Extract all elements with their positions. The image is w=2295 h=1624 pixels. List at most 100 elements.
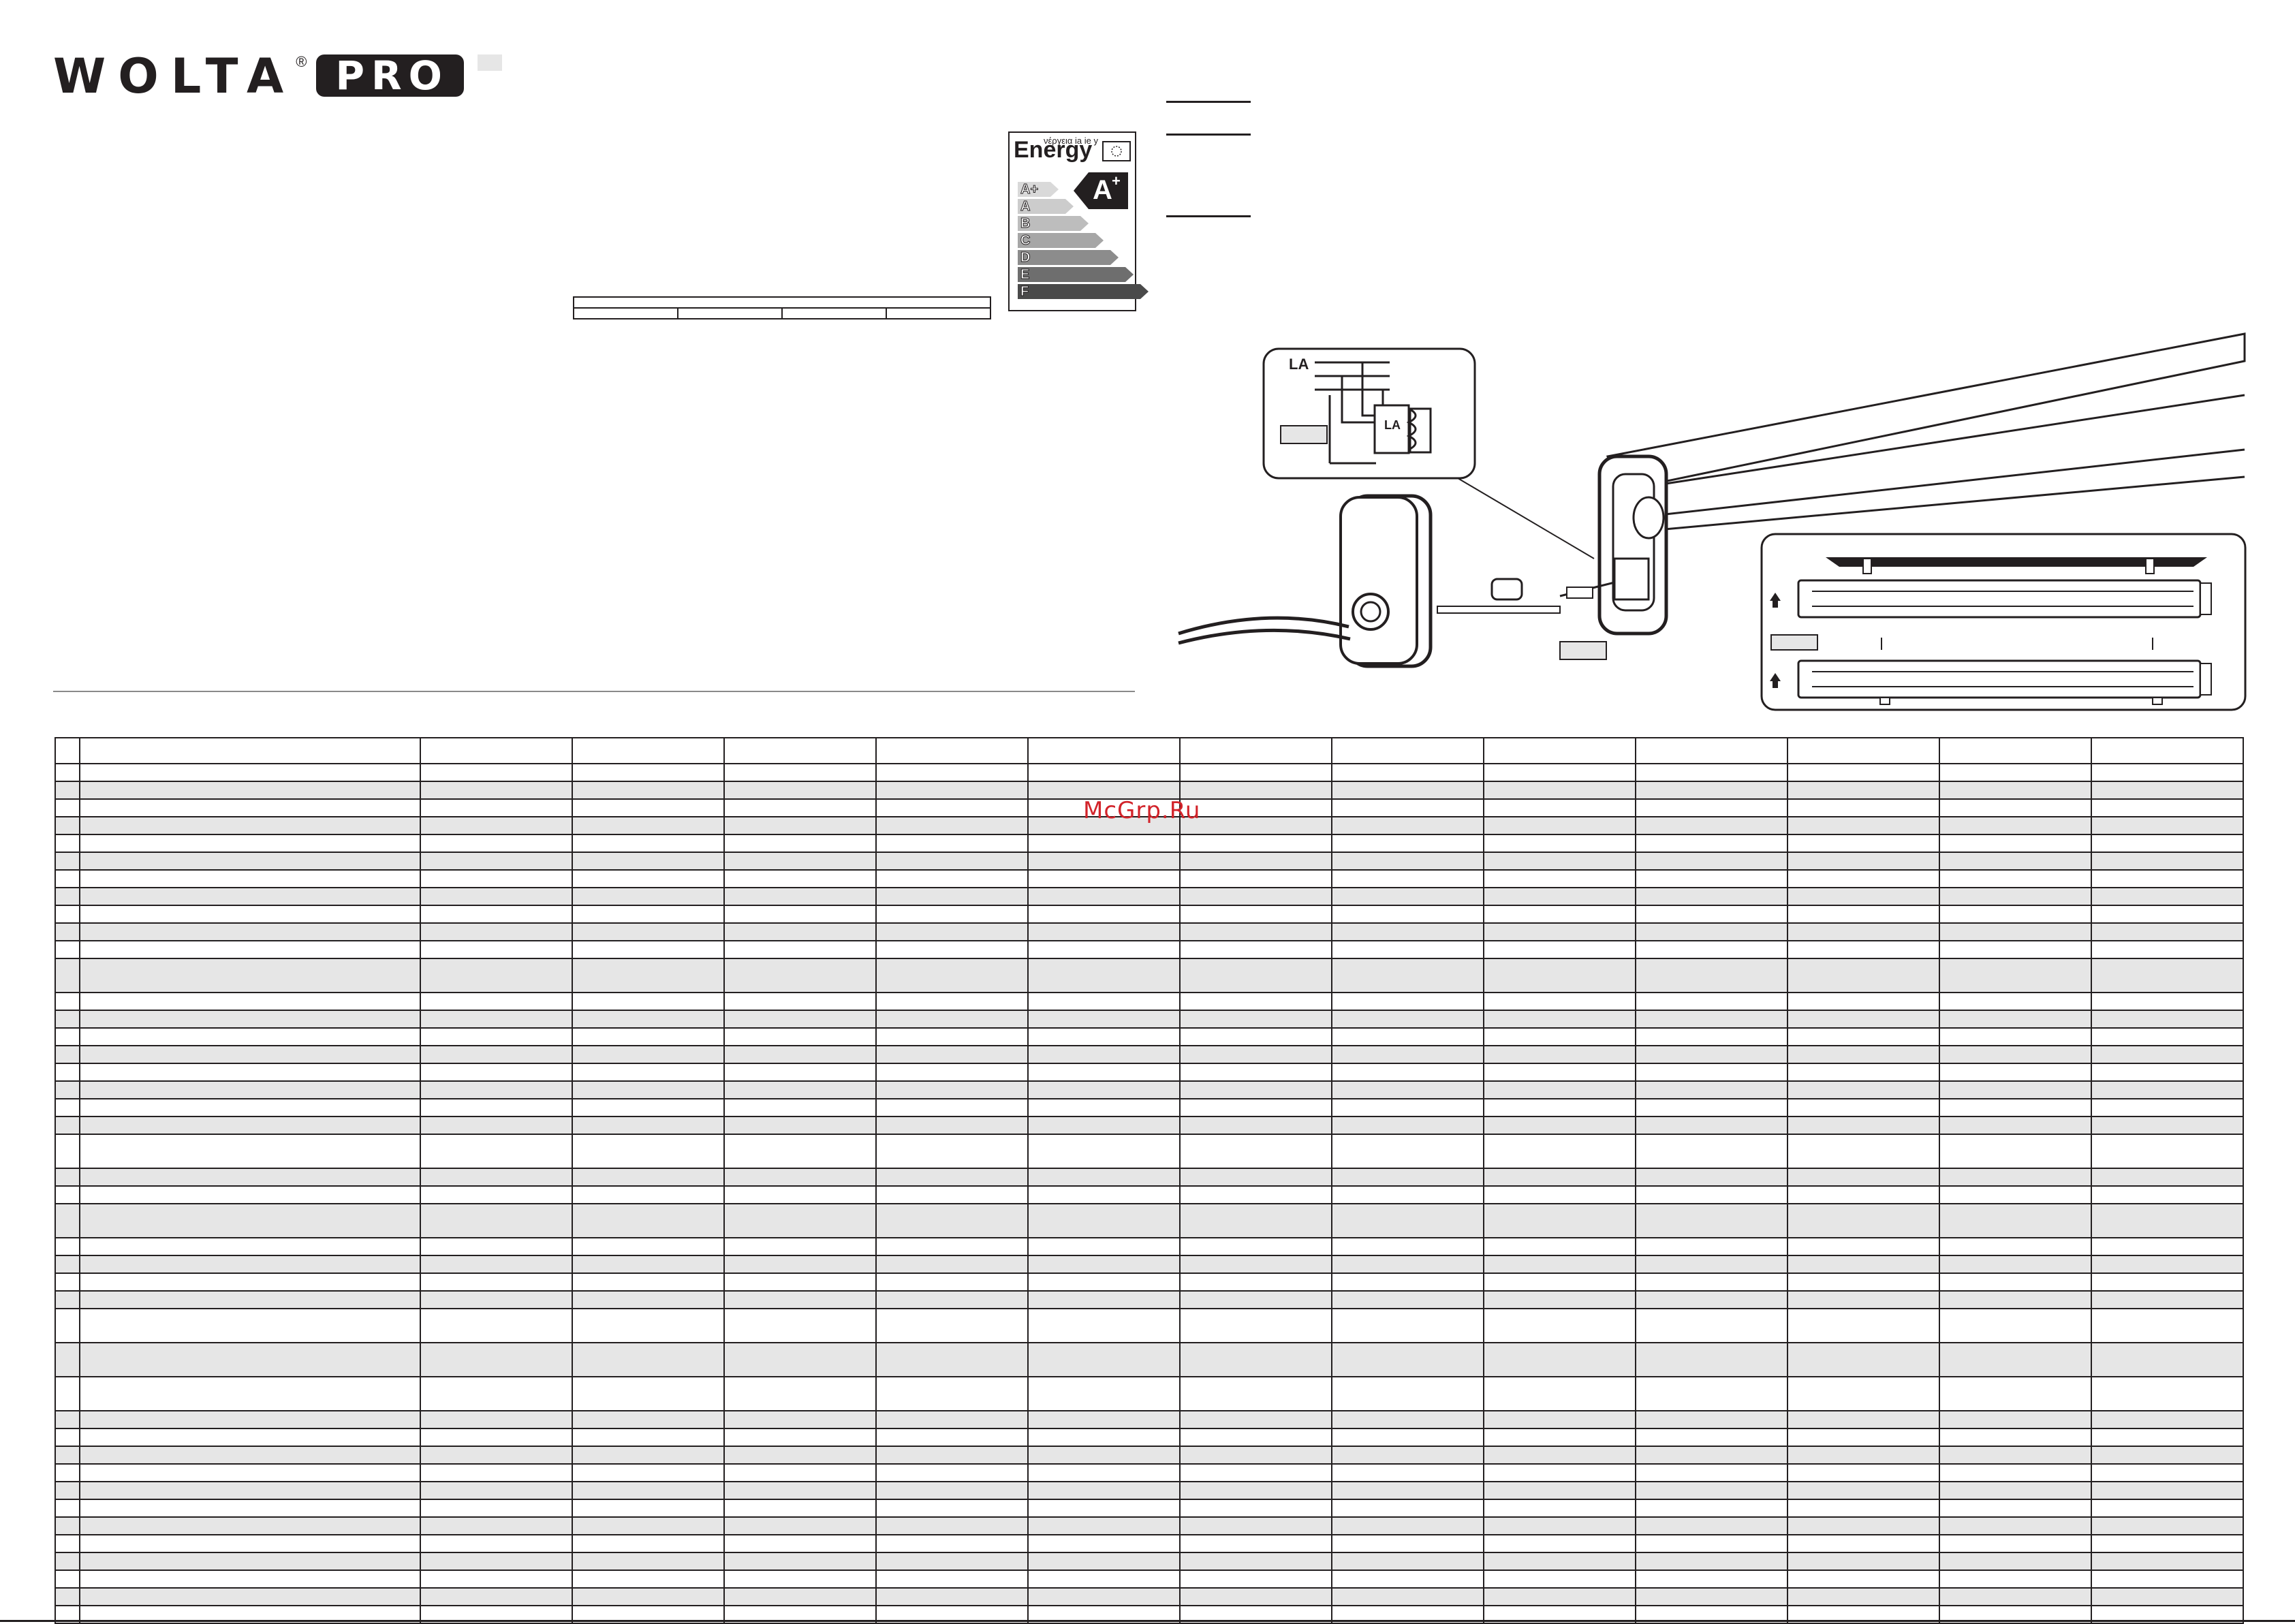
table-cell — [723, 1237, 877, 1256]
table-row — [54, 869, 2244, 888]
table-cell — [723, 940, 877, 959]
energy-bar-label: F — [1020, 284, 1029, 299]
table-cell — [54, 798, 80, 817]
table-cell — [1179, 1134, 1332, 1169]
table-cell — [54, 852, 80, 871]
table-cell — [1939, 1481, 2092, 1500]
table-cell — [1635, 1290, 1788, 1309]
table-cell — [1331, 1255, 1484, 1274]
table-cell — [572, 798, 725, 817]
table-cell — [1635, 1570, 1788, 1589]
table-cell — [1027, 1063, 1181, 1082]
table-cell — [420, 1481, 573, 1500]
table-cell — [1179, 1308, 1332, 1343]
table-cell — [79, 940, 421, 959]
table-cell — [1483, 1116, 1636, 1135]
table-cell — [1179, 1080, 1332, 1099]
table-cell — [1179, 1499, 1332, 1518]
table-row — [54, 1552, 2244, 1571]
energy-bar-b: B — [1018, 216, 1089, 231]
table-cell — [420, 1237, 573, 1256]
table-cell — [875, 1063, 1029, 1082]
table-cell — [1787, 816, 1940, 835]
table-cell — [1331, 852, 1484, 871]
table-cell — [2091, 1063, 2244, 1082]
table-cell — [79, 1290, 421, 1309]
table-cell — [1483, 1255, 1636, 1274]
table-cell — [79, 1499, 421, 1518]
table-cell — [1331, 940, 1484, 959]
table-cell — [2091, 940, 2244, 959]
spec-table-top-cell — [781, 307, 887, 319]
table-cell — [1635, 781, 1788, 800]
table-cell — [420, 737, 573, 764]
table-cell — [420, 905, 573, 924]
table-cell — [1331, 992, 1484, 1011]
table-cell — [1179, 763, 1332, 782]
table-cell — [79, 1446, 421, 1465]
table-cell — [723, 1552, 877, 1571]
table-cell — [54, 1552, 80, 1571]
table-cell — [1483, 1290, 1636, 1309]
table-cell — [1939, 1516, 2092, 1535]
table-cell — [79, 887, 421, 906]
table-cell — [2091, 834, 2244, 853]
table-row — [54, 1290, 2244, 1309]
table-cell — [1483, 887, 1636, 906]
table-cell — [1787, 905, 1940, 924]
table-cell — [2091, 922, 2244, 941]
table-cell — [1939, 1168, 2092, 1187]
table-cell — [1635, 1587, 1788, 1606]
table-cell — [572, 1587, 725, 1606]
table-row — [54, 1534, 2244, 1553]
table-cell — [572, 1342, 725, 1377]
mounting-diagram — [1760, 533, 2247, 711]
table-cell — [1331, 1185, 1484, 1204]
table-cell — [1635, 940, 1788, 959]
table-row — [54, 1185, 2244, 1204]
table-cell — [79, 1463, 421, 1482]
table-cell — [79, 1203, 421, 1238]
table-cell — [1635, 816, 1788, 835]
table-cell — [1331, 1063, 1484, 1082]
table-cell — [2091, 1045, 2244, 1064]
table-cell — [1027, 1463, 1181, 1482]
table-cell — [79, 992, 421, 1011]
table-cell — [54, 1010, 80, 1029]
table-cell — [1179, 1410, 1332, 1429]
spec-table-top-header — [573, 296, 991, 309]
table-cell — [1331, 1098, 1484, 1117]
table-cell — [1787, 869, 1940, 888]
table-cell — [79, 1255, 421, 1274]
table-cell — [723, 1290, 877, 1309]
table-row — [54, 1203, 2244, 1238]
table-cell — [1787, 1098, 1940, 1117]
table-cell — [1635, 1185, 1788, 1204]
table-cell — [1939, 763, 2092, 782]
table-cell — [79, 1342, 421, 1377]
energy-bar-label: A+ — [1020, 182, 1039, 197]
table-cell — [54, 1376, 80, 1411]
table-cell — [1331, 798, 1484, 817]
table-cell — [572, 1570, 725, 1589]
spec-table-top-cell — [886, 307, 991, 319]
table-cell — [54, 1499, 80, 1518]
table-cell — [1939, 905, 2092, 924]
table-cell — [572, 905, 725, 924]
logo-tab-mark — [477, 54, 502, 71]
table-cell — [1635, 763, 1788, 782]
table-row — [54, 763, 2244, 782]
table-cell — [1331, 1552, 1484, 1571]
table-cell — [1027, 940, 1181, 959]
table-cell — [1939, 1116, 2092, 1135]
table-row — [54, 1045, 2244, 1064]
table-cell — [875, 922, 1029, 941]
table-cell — [1027, 1410, 1181, 1429]
table-cell — [1787, 1342, 1940, 1377]
table-cell — [1179, 1463, 1332, 1482]
table-cell — [572, 1446, 725, 1465]
table-cell — [79, 1308, 421, 1343]
table-cell — [79, 834, 421, 853]
table-row — [54, 1010, 2244, 1029]
brand-logo: WOLTA®PRO — [53, 50, 544, 102]
